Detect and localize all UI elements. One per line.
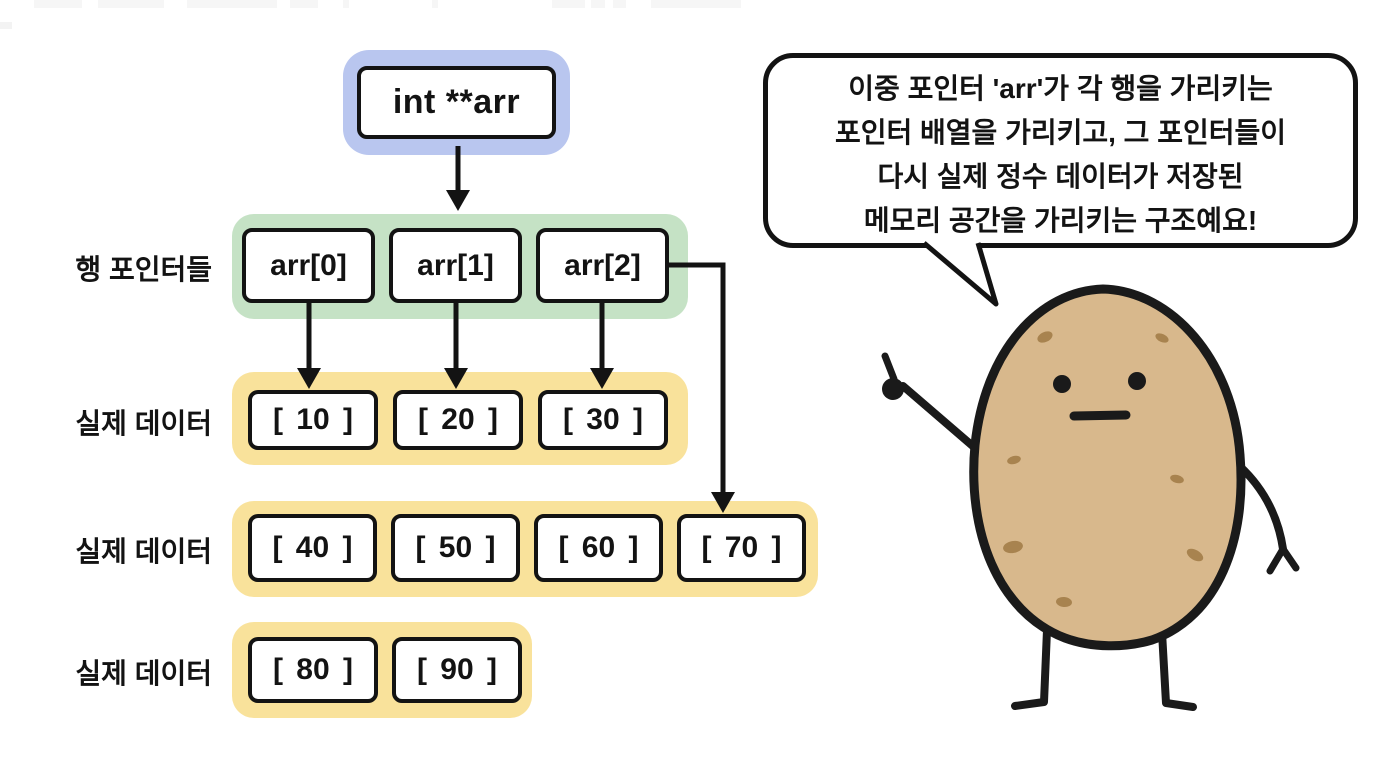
speech-bubble-line: 다시 실제 정수 데이터가 저장된	[877, 161, 1244, 192]
pointer-cell-arr2: arr[2]	[536, 228, 669, 303]
potato-eye-right	[1128, 372, 1146, 390]
potato-mascot	[881, 284, 1300, 711]
declaration-box: int **arr	[357, 66, 556, 139]
data-cell-50: [ 50 ]	[391, 514, 520, 582]
top-edge-artifact	[432, 0, 438, 8]
speech-bubble-line: 이중 포인터 'arr'가 각 행을 가리키는	[848, 73, 1273, 104]
top-edge-artifact	[34, 0, 82, 8]
potato-spot	[1186, 548, 1204, 562]
potato-arm-right	[1231, 458, 1287, 553]
pointer-cell-arr1: arr[1]	[389, 228, 522, 303]
potato-mouth	[1069, 410, 1131, 421]
potato-eye-left	[1053, 375, 1071, 393]
row-pointers-label: 행 포인터들	[75, 254, 212, 285]
top-edge-artifact	[591, 0, 605, 8]
data-row2-group: [ 40 ] [ 50 ] [ 60 ] [ 70 ]	[232, 501, 818, 597]
potato-spot	[1003, 540, 1023, 554]
top-edge-artifact	[343, 0, 349, 8]
potato-finger-pointing-up	[881, 352, 898, 383]
data-cell-90: [ 90 ]	[392, 637, 522, 703]
data-row3-group: [ 80 ] [ 90 ]	[232, 622, 532, 718]
data-cell-30: [ 30 ]	[538, 390, 668, 450]
potato-hand-right	[1266, 545, 1300, 575]
potato-leg-right	[1158, 628, 1197, 711]
data-row1-group: [ 10 ] [ 20 ] [ 30 ]	[232, 372, 688, 465]
potato-hand-left-fist	[882, 378, 904, 400]
potato-spot	[1037, 331, 1053, 343]
data-cell-10: [ 10 ]	[248, 390, 378, 450]
arrowhead	[446, 190, 470, 211]
speech-bubble-tail	[922, 241, 999, 307]
potato-spot	[1007, 455, 1021, 465]
top-edge-artifact	[290, 0, 318, 8]
top-edge-artifact	[613, 0, 626, 8]
data-row1-label: 실제 데이터	[75, 408, 212, 439]
top-edge-artifact	[651, 0, 741, 8]
data-cell-60: [ 60 ]	[534, 514, 663, 582]
declaration-group: int **arr	[343, 50, 570, 155]
data-cell-70: [ 70 ]	[677, 514, 806, 582]
potato-spot	[1056, 596, 1072, 608]
data-cell-40: [ 40 ]	[248, 514, 377, 582]
top-edge-artifact	[187, 0, 277, 8]
pointer-cell-arr0: arr[0]	[242, 228, 375, 303]
potato-leg-left	[1011, 626, 1051, 710]
row-pointers-group: arr[0] arr[1] arr[2]	[232, 214, 688, 319]
top-edge-artifact	[0, 22, 12, 29]
potato-arm-left	[899, 382, 979, 452]
data-cell-20: [ 20 ]	[393, 390, 523, 450]
potato-body	[969, 284, 1246, 651]
potato-spot	[1170, 474, 1184, 484]
data-row3-label: 실제 데이터	[75, 658, 212, 689]
potato-spots	[1003, 331, 1204, 608]
top-edge-artifact	[98, 0, 164, 8]
data-row2-label: 실제 데이터	[75, 536, 212, 567]
data-cell-80: [ 80 ]	[248, 637, 378, 703]
speech-bubble: 이중 포인터 'arr'가 각 행을 가리키는 포인터 배열을 가리키고, 그 …	[763, 53, 1358, 248]
speech-bubble-line: 포인터 배열을 가리키고, 그 포인터들이	[834, 117, 1287, 148]
potato-spot	[1155, 333, 1169, 343]
top-edge-artifact	[552, 0, 585, 8]
speech-bubble-line: 메모리 공간을 가리키는 구조예요!	[863, 205, 1258, 236]
